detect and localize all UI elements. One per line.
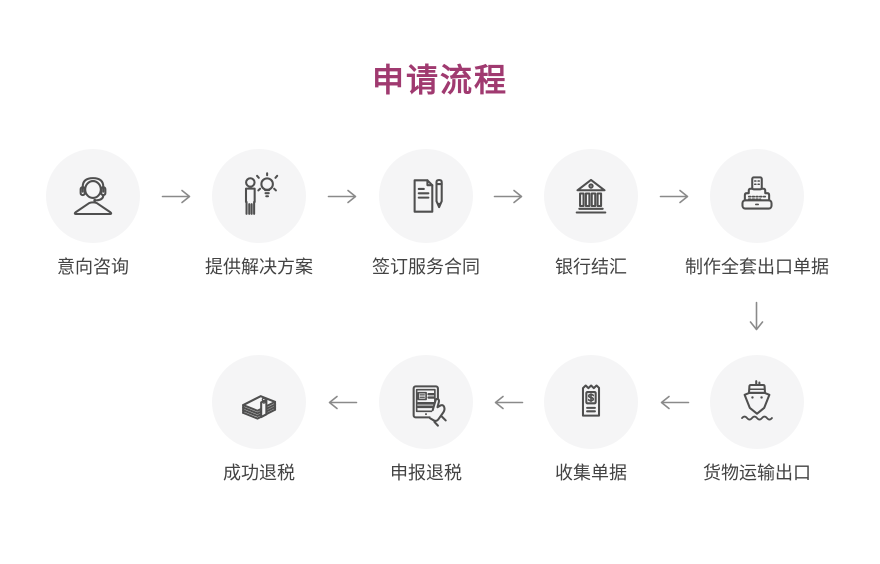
step-cargo-transport-export: 货物运输出口: [703, 355, 811, 485]
step-declare-tax-refund: 申报退税: [379, 355, 473, 485]
step-circle: [544, 149, 638, 243]
step-label: 货物运输出口: [703, 463, 811, 483]
arrow-right-icon: [659, 188, 690, 205]
arrow-left-icon: [327, 394, 358, 411]
step-circle: [544, 355, 638, 449]
step-intention-consultation: 意向咨询: [46, 149, 140, 279]
person-lightbulb-icon: [244, 172, 279, 215]
step-circle: [710, 149, 804, 243]
step-label: 银行结汇: [555, 257, 627, 277]
step-make-export-documents: 制作全套出口单据: [685, 149, 829, 279]
tablet-with-hand-icon: [412, 385, 447, 427]
step-circle: [212, 149, 306, 243]
step-label: 签订服务合同: [372, 257, 480, 277]
arrow-right-icon: [327, 188, 358, 205]
step-circle: [379, 355, 473, 449]
step-circle: [212, 355, 306, 449]
step-collect-documents: 收集单据: [544, 355, 638, 485]
step-label: 成功退税: [223, 463, 295, 483]
step-refund-success: 成功退税: [212, 355, 306, 485]
step-label: 收集单据: [555, 463, 627, 483]
money-stack-icon: [242, 395, 277, 420]
customer-service-headset-icon: [73, 177, 113, 216]
document-machine-icon: [741, 176, 773, 210]
step-circle: [710, 355, 804, 449]
arrow-right-icon: [161, 188, 192, 205]
bank-building-icon: [575, 178, 607, 214]
step-bank-settlement: 银行结汇: [544, 149, 638, 279]
step-label: 申报退税: [390, 463, 462, 483]
step-circle: [379, 149, 473, 243]
step-label: 提供解决方案: [205, 257, 313, 277]
arrow-down-icon: [748, 301, 765, 332]
step-provide-solution: 提供解决方案: [205, 149, 313, 279]
step-label: 制作全套出口单据: [685, 257, 829, 277]
arrow-left-icon: [659, 394, 690, 411]
step-sign-service-contract: 签订服务合同: [372, 149, 480, 279]
cargo-ship-icon: [741, 380, 773, 421]
page-title: 申请流程: [371, 62, 508, 98]
contract-and-pen-icon: [413, 178, 443, 213]
step-circle: [46, 149, 140, 243]
arrow-left-icon: [493, 394, 524, 411]
dollar-receipt-icon: [581, 384, 601, 417]
arrow-right-icon: [493, 188, 524, 205]
step-label: 意向咨询: [57, 257, 129, 277]
